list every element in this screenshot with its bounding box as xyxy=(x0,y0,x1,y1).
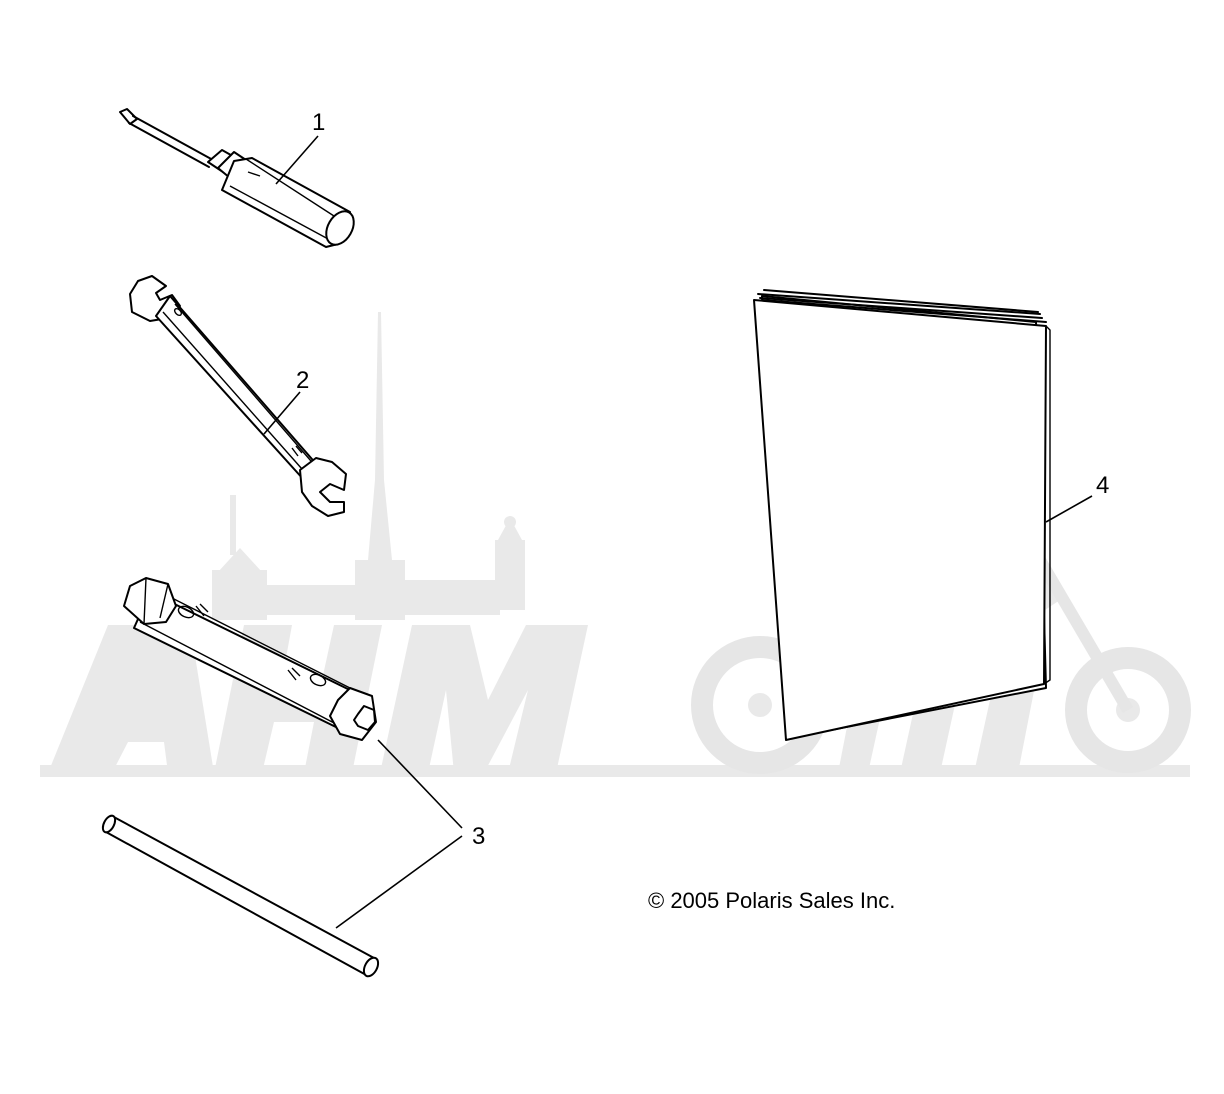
leader-3b xyxy=(335,835,463,929)
tube-wrench xyxy=(123,577,377,741)
leader-3a xyxy=(377,739,463,829)
leader-4 xyxy=(1045,495,1093,523)
tommy-bar xyxy=(101,814,380,978)
callout-4: 4 xyxy=(1096,472,1109,499)
callout-2: 2 xyxy=(296,367,309,394)
leader-2 xyxy=(263,391,301,435)
leader-1 xyxy=(275,135,319,185)
screwdriver xyxy=(119,108,355,248)
open-end-wrench xyxy=(129,275,347,517)
callout-1: 1 xyxy=(312,109,325,136)
copyright-notice: © 2005 Polaris Sales Inc. xyxy=(648,888,895,913)
watermark-skyline xyxy=(212,312,525,620)
callout-3: 3 xyxy=(472,823,485,850)
leader-lines xyxy=(263,135,1093,929)
owners-manual xyxy=(753,289,1051,741)
